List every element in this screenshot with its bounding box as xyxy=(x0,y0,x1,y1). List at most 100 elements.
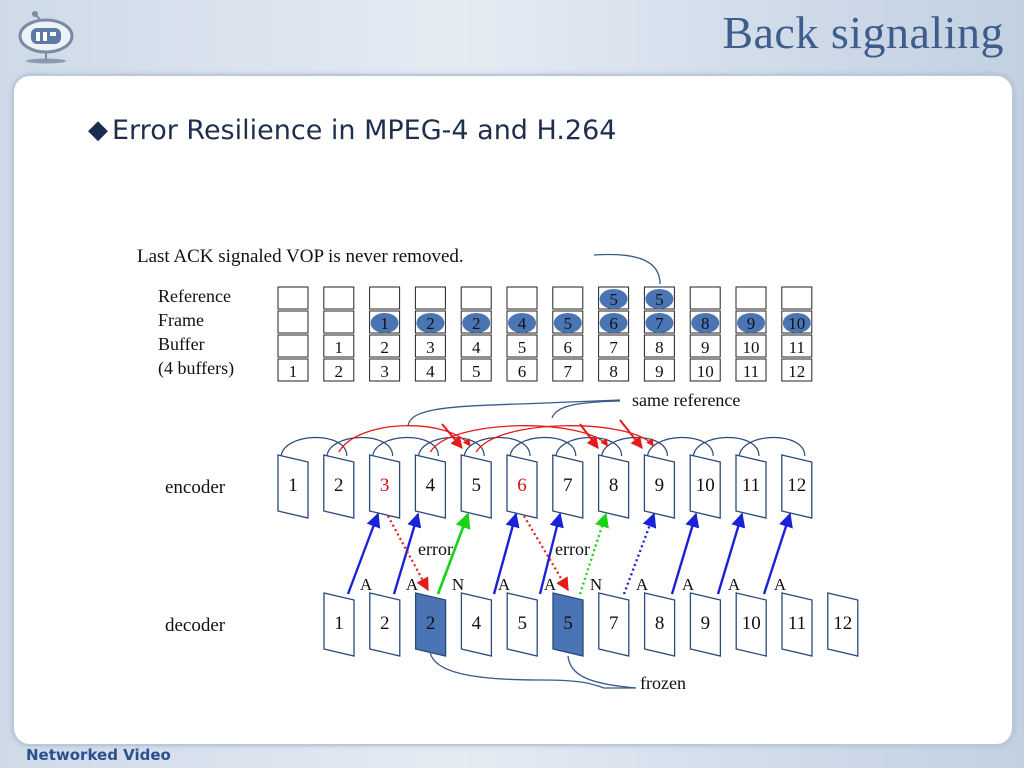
encoder-frame-label: 10 xyxy=(696,475,715,496)
buffer-cell xyxy=(506,334,538,358)
slide-header: Back signaling xyxy=(0,0,1024,78)
buffer-cell xyxy=(735,334,767,358)
error-arrow xyxy=(523,515,569,592)
frozen-brace xyxy=(429,651,636,689)
encoder-frame xyxy=(460,454,492,519)
ack-arrow xyxy=(492,512,520,595)
buffer-cell xyxy=(323,310,355,334)
error-arrow xyxy=(387,515,429,592)
encoder-frame-label: 4 xyxy=(426,475,436,496)
buffer-highlight xyxy=(599,289,628,309)
buffer-highlight xyxy=(645,313,674,333)
buffer-value: 1 xyxy=(335,338,344,357)
encoder-frame xyxy=(689,454,721,519)
buffer-value: 10 xyxy=(788,314,805,333)
ack-letter: A xyxy=(728,575,741,594)
buffer-highlight xyxy=(416,313,445,333)
encoder-arc xyxy=(601,436,668,459)
buffer-value: 10 xyxy=(697,362,714,381)
buffer-value: 4 xyxy=(426,362,435,381)
encoder-error-reference-arrows xyxy=(338,419,654,453)
decoder-frame-label: 5 xyxy=(563,613,573,634)
encoder-frame xyxy=(506,454,538,519)
encoder-red-arc xyxy=(338,425,471,453)
ack-arrow xyxy=(716,512,746,595)
buffer-cell xyxy=(689,358,721,382)
buffer-value: 4 xyxy=(472,338,481,357)
buffer-highlight xyxy=(691,313,720,333)
note-last-ack: Last ACK signaled VOP is never removed. xyxy=(137,246,464,267)
ref-label-count: (4 buffers) xyxy=(158,358,234,379)
buffer-value: 10 xyxy=(743,338,760,357)
buffer-cell xyxy=(689,286,721,310)
encoder-red-arrow xyxy=(619,419,643,449)
decoder-label: decoder xyxy=(165,615,226,636)
frozen-brace-2 xyxy=(567,655,637,689)
buffer-highlight xyxy=(508,313,536,333)
encoder-frame-label: 3 xyxy=(380,475,390,496)
encoder-arc xyxy=(738,436,806,459)
encoder-label: encoder xyxy=(165,477,226,498)
buffer-highlight xyxy=(370,313,399,333)
same-reference-brace-2 xyxy=(551,400,621,419)
ref-label-reference: Reference xyxy=(158,286,231,306)
ack-arrow xyxy=(762,512,793,595)
encoder-frame xyxy=(643,454,676,519)
buffer-value: 1 xyxy=(289,362,298,381)
encoder-frame-label: 6 xyxy=(517,475,527,496)
nack-arrow-dotted xyxy=(578,512,609,595)
ref-label-frame: Frame xyxy=(158,310,204,330)
ack-letter: A xyxy=(682,575,695,594)
encoder-arc xyxy=(417,436,485,459)
tv-logo-icon xyxy=(18,11,74,64)
buffer-cell xyxy=(643,334,675,358)
buffer-cell xyxy=(277,334,309,358)
encoder-frame-label: 1 xyxy=(288,475,298,496)
decoder-frame-label: 7 xyxy=(609,613,619,634)
encoder-arc xyxy=(646,436,714,459)
error-label-1: error xyxy=(418,539,453,559)
decoder-frame xyxy=(414,592,447,657)
buffer-cell xyxy=(369,286,401,310)
encoder-frame xyxy=(368,454,401,519)
encoder-frame-label: 5 xyxy=(471,475,481,496)
same-reference-label: same reference xyxy=(632,390,740,410)
buffer-value: 5 xyxy=(655,290,664,309)
reference-buffer-grid: 1121232342454565675678578989109101110111… xyxy=(277,286,813,382)
buffer-cell xyxy=(735,358,767,382)
buffer-cell xyxy=(552,286,584,310)
decoder-frame xyxy=(598,592,630,657)
decoder-frame-label: 2 xyxy=(380,613,390,634)
buffer-cell xyxy=(460,286,492,310)
buffer-cell xyxy=(781,358,813,382)
encoder-red-arc xyxy=(429,425,609,453)
decoder-frame-label: 4 xyxy=(472,613,482,634)
buffer-highlight xyxy=(737,313,765,333)
buffer-highlight xyxy=(645,289,674,309)
buffer-value: 9 xyxy=(655,362,664,381)
decoder-frame xyxy=(689,592,722,657)
buffer-cell xyxy=(277,358,309,382)
decoder-frame xyxy=(506,592,538,657)
ack-letter: A xyxy=(636,575,649,594)
buffer-value: 7 xyxy=(564,362,573,381)
buffer-cell xyxy=(460,358,492,382)
buffer-value: 6 xyxy=(609,314,618,333)
ack-arrow xyxy=(346,512,381,595)
slide-title: Back signaling xyxy=(722,7,1004,58)
encoder-frame xyxy=(277,454,309,519)
encoder-frame xyxy=(552,454,584,519)
buffer-cell xyxy=(552,334,584,358)
encoder-frame xyxy=(323,454,355,519)
ack-arrow xyxy=(392,512,422,595)
buffer-value: 5 xyxy=(518,338,527,357)
buffer-value: 5 xyxy=(472,362,481,381)
decoder-frame xyxy=(735,592,767,657)
buffer-cell xyxy=(781,286,813,310)
buffer-value: 7 xyxy=(655,314,664,333)
buffer-cell xyxy=(277,286,309,310)
decoder-frame xyxy=(323,592,355,657)
encoder-arc xyxy=(509,436,577,459)
